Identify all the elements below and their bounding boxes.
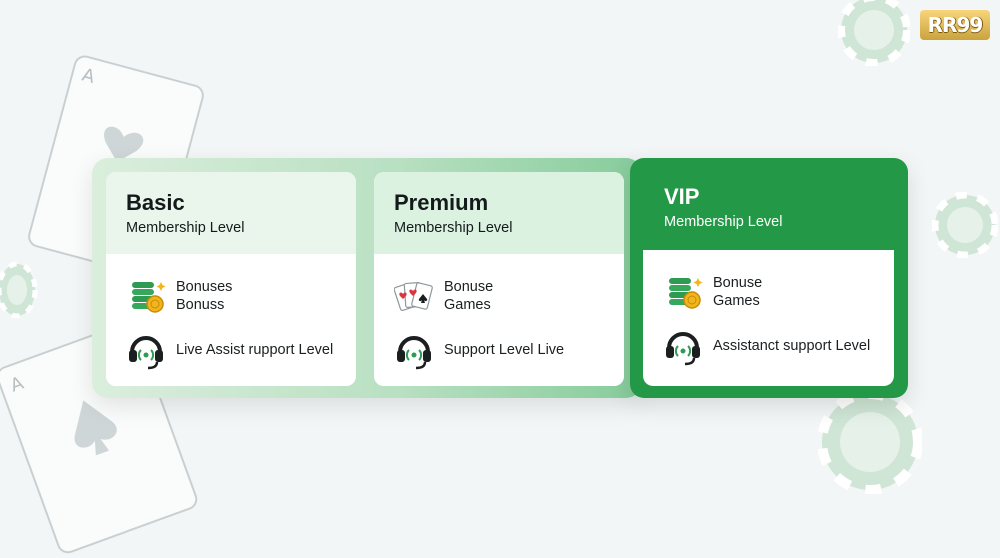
feature-bonus-games: Bonuse Games (663, 272, 762, 312)
tier-features: Bonuse Games Support Level Live (374, 254, 624, 386)
tier-header: VIP Membership Level (643, 158, 894, 250)
tier-features: Bonuse Games Assistanct support Level (643, 250, 894, 386)
tier-subtitle: Membership Level (126, 220, 245, 236)
feature-support: Support Level Live (394, 330, 564, 370)
coins-icon (132, 282, 166, 313)
feature-line: Games (713, 293, 760, 309)
feature-line: Bonuses (176, 279, 233, 295)
brand-logo[interactable]: RR99 (920, 10, 990, 40)
feature-bonuses: Bonuses Bonuss (126, 276, 232, 316)
tier-header: Premium Membership Level (374, 172, 624, 254)
feature-line: Assistanct support Level (713, 338, 871, 354)
tier-title: Premium (394, 190, 489, 215)
feature-line: Bonuse (444, 279, 494, 295)
feature-label: Assistanct support Level (713, 337, 870, 355)
feature-bonus-games: Bonuse Games (394, 276, 493, 316)
headset-icon (666, 332, 700, 366)
tier-card-vip[interactable]: VIP Membership Level Bonuse Games (643, 158, 894, 386)
tier-title: Basic (126, 190, 185, 215)
feature-line: Games (444, 297, 491, 313)
feature-line: Bonuse (713, 275, 763, 291)
tier-card-premium[interactable]: Premium Membership Level Bonuse Games (374, 172, 624, 386)
feature-label: Bonuse Games (444, 278, 493, 314)
feature-line: Support Level Live (444, 342, 565, 358)
tier-features: Bonuses Bonuss Live Assist rupport Level (106, 254, 356, 386)
poker-chip-decoration (838, 0, 910, 66)
tier-header: Basic Membership Level (106, 172, 356, 254)
poker-chip-decoration (0, 262, 38, 318)
feature-label: Bonuses Bonuss (176, 278, 232, 314)
poker-chip-decoration (818, 390, 922, 494)
poker-chip-decoration (932, 192, 998, 258)
playing-cards-icon (394, 282, 433, 311)
tier-card-basic[interactable]: Basic Membership Level Bonuses Bonuss (106, 172, 356, 386)
feature-support: Assistanct support Level (663, 326, 870, 366)
headset-icon (129, 336, 163, 370)
tier-subtitle: Membership Level (394, 220, 513, 236)
feature-support: Live Assist rupport Level (126, 330, 333, 370)
coins-icon (669, 278, 703, 309)
tier-subtitle: Membership Level (664, 214, 783, 230)
feature-label: Live Assist rupport Level (176, 341, 333, 359)
tier-title: VIP (664, 184, 700, 209)
feature-label: Support Level Live (444, 341, 564, 359)
feature-line: Bonuss (176, 297, 225, 313)
feature-label: Bonuse Games (713, 274, 762, 310)
feature-line: Live Assist rupport Level (176, 342, 334, 358)
headset-icon (397, 336, 431, 370)
